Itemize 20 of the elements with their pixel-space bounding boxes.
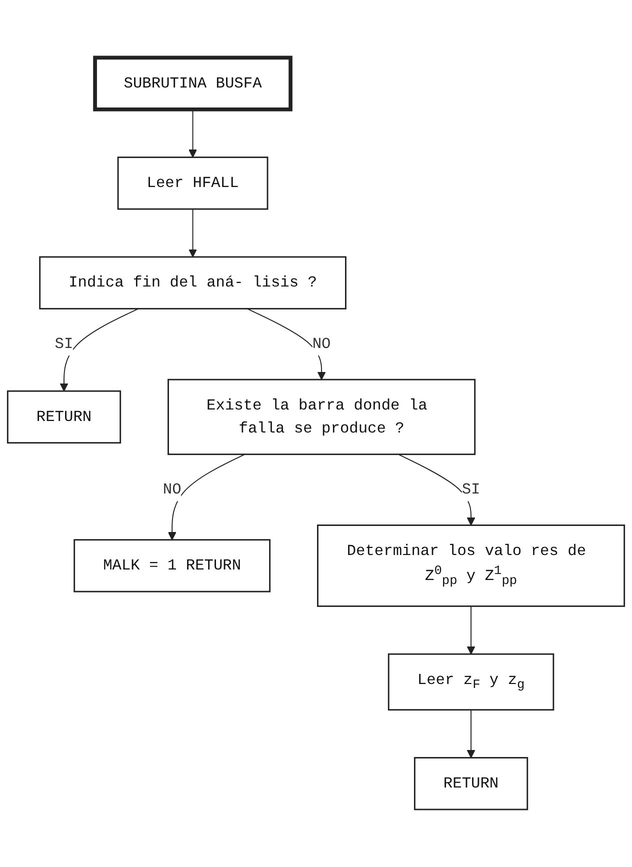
node-box: RETURN bbox=[6, 390, 122, 444]
arrow bbox=[466, 709, 476, 758]
edge-label: NO bbox=[312, 335, 331, 353]
node-box: RETURN bbox=[414, 756, 528, 810]
node-box: MALK = 1 RETURN bbox=[74, 539, 271, 592]
node-box: Indica fin del aná- lisis ? bbox=[39, 256, 346, 310]
edge-label: NO bbox=[162, 481, 182, 498]
arrow bbox=[188, 208, 197, 258]
edge-label: SI bbox=[462, 481, 480, 498]
arrow bbox=[246, 308, 326, 380]
arrow bbox=[398, 454, 476, 526]
arrow bbox=[60, 308, 139, 392]
node-box: Leer z$_{F}$ y z$_{g}$ bbox=[388, 653, 554, 710]
edge-label: SI bbox=[54, 335, 74, 353]
node-box: SUBRUTINA BUSFA bbox=[93, 56, 292, 112]
arrow bbox=[466, 606, 476, 654]
node-box: Leer HFALL bbox=[117, 156, 268, 210]
arrow bbox=[188, 108, 197, 158]
arrow bbox=[168, 454, 246, 540]
node-box: Existe la barra donde la falla se produce ? bbox=[168, 378, 476, 455]
